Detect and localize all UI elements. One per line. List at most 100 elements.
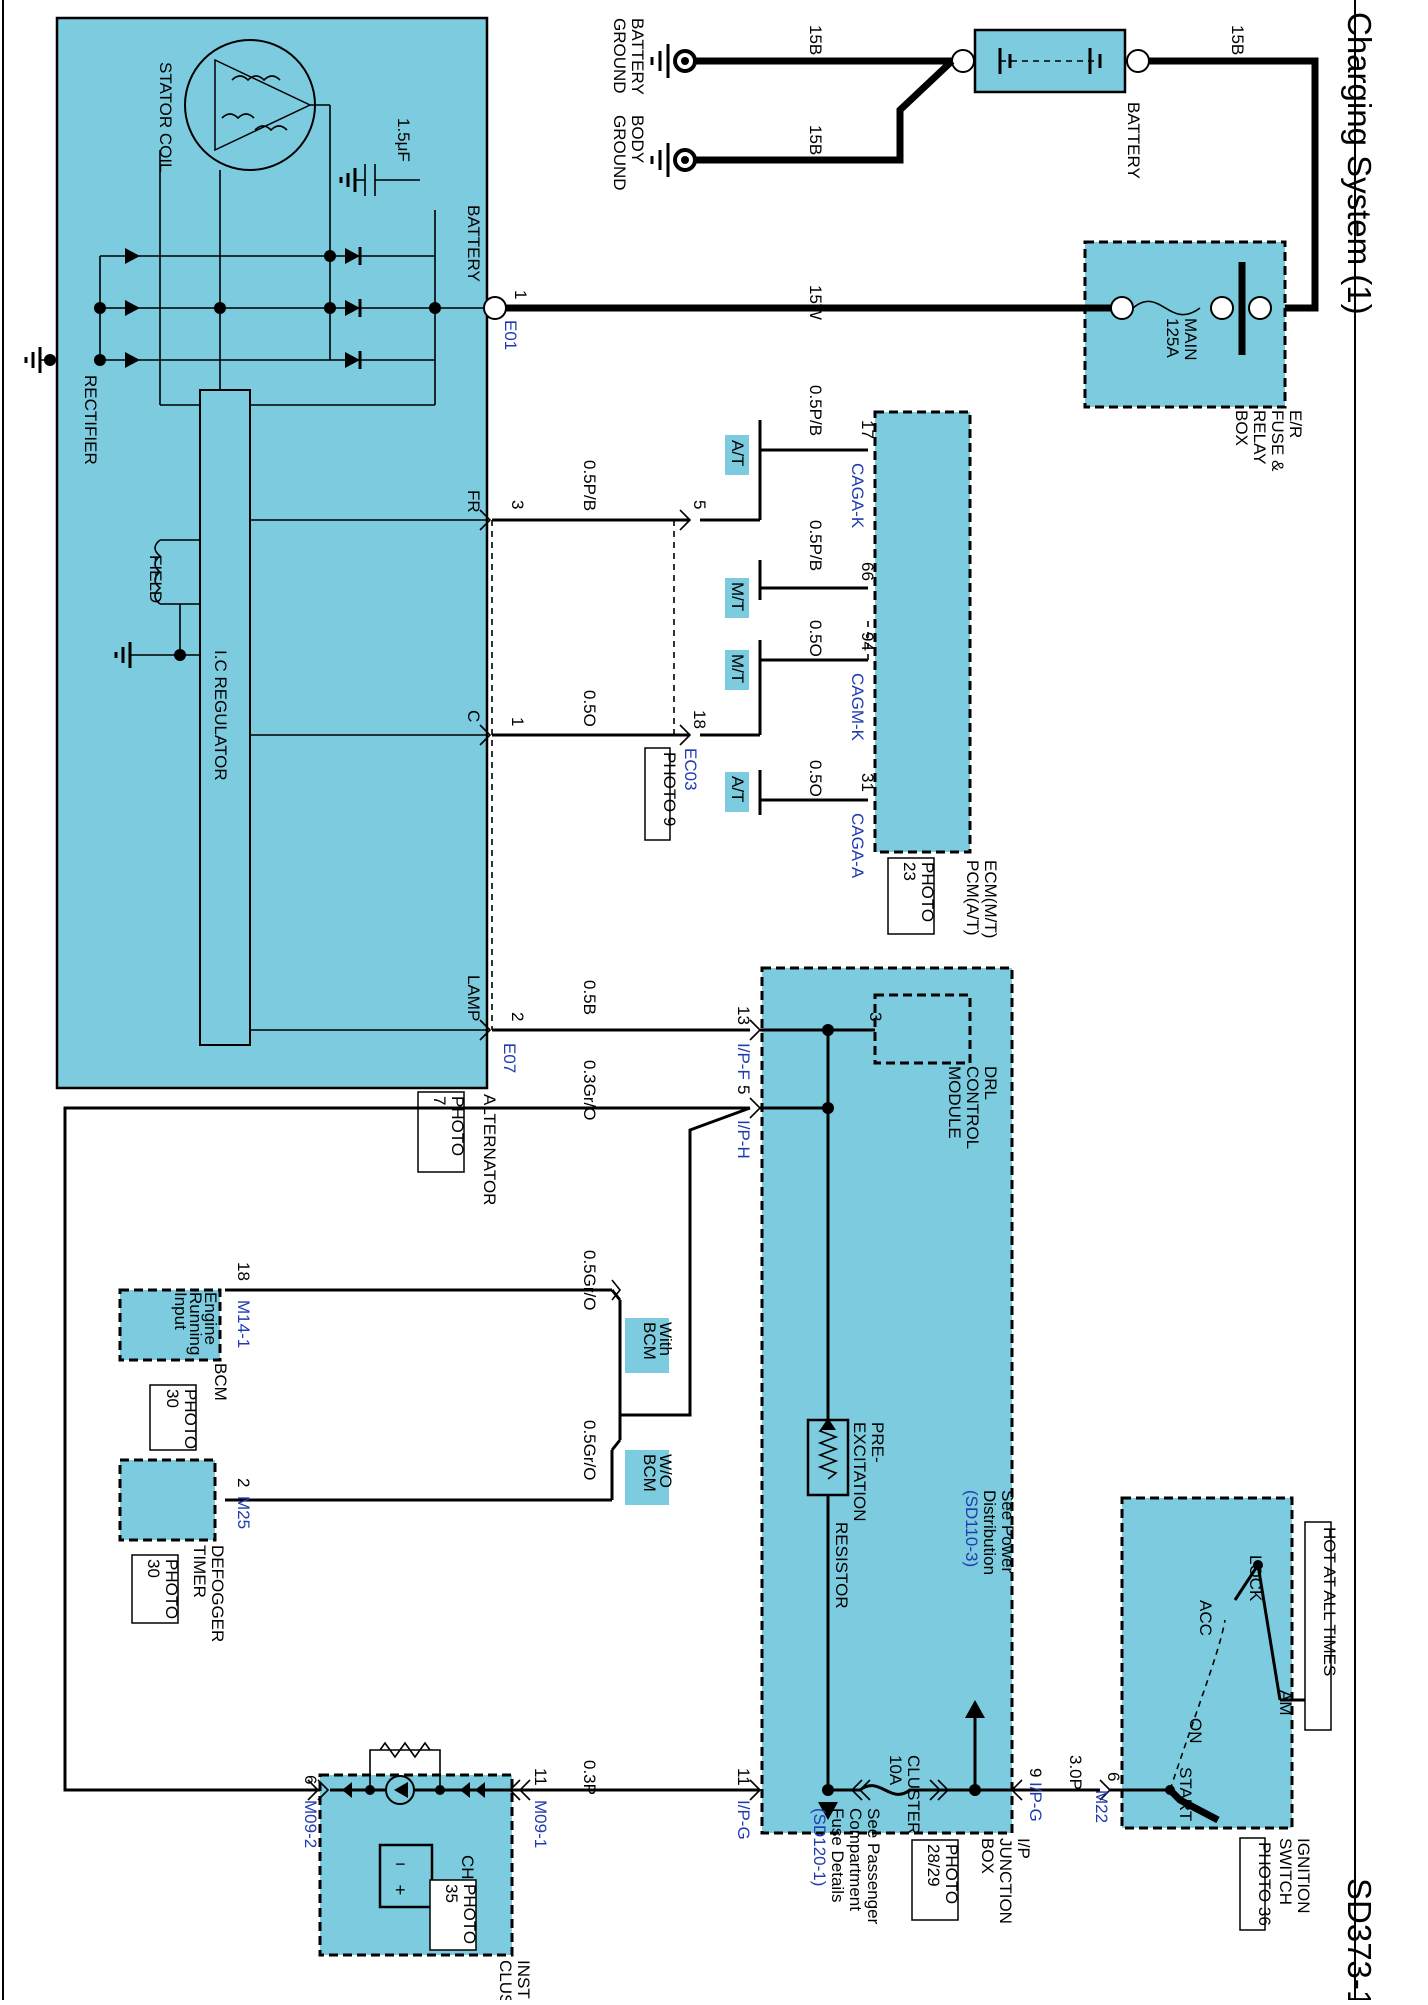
- rectifier-label: RECTIFIER: [81, 375, 100, 465]
- with-bcm-line2: BCM: [640, 1322, 659, 1360]
- engine-running-line1: Engine: [201, 1292, 220, 1345]
- battery-neg-terminal: [951, 49, 975, 73]
- field-label: FIELD: [146, 555, 165, 603]
- pin-17: 17: [858, 420, 877, 439]
- pin-6b: 6: [301, 1775, 320, 1784]
- tag-with-bcm: [625, 1318, 669, 1373]
- wire-05b: 0.5B: [580, 980, 599, 1015]
- wire-05pb-c: 0.5P/B: [580, 460, 599, 511]
- connector-e01: E01: [501, 320, 520, 350]
- ip-box-line3: BOX: [978, 1838, 997, 1874]
- bcm-photo-line1: PHOTO: [181, 1389, 200, 1449]
- stator-coil-label: STATOR COIL: [156, 62, 175, 173]
- battery-terminal-label: BATTERY: [464, 205, 483, 282]
- ignition-photo-label: PHOTO 36: [1255, 1842, 1274, 1926]
- er-fuse-relay-box: [1083, 240, 1287, 409]
- wo-bcm-line1: W/O: [656, 1454, 675, 1488]
- bcm-photo-box: [149, 1384, 197, 1451]
- pin-18b: 18: [234, 1262, 253, 1281]
- ecm-photo-box: [887, 857, 935, 935]
- on-label: ON: [1186, 1718, 1205, 1744]
- tag-mt-1-text: M/T: [728, 582, 747, 611]
- photo9-label: PHOTO 9: [660, 752, 679, 826]
- cluster-fuse-icon: [828, 1784, 975, 1796]
- connector-iph: I/P-H: [734, 1120, 753, 1159]
- charge-battery-icon: [378, 1843, 434, 1909]
- ecm-photo-line2: 23: [900, 862, 919, 881]
- capacitor-label: 1.5μF: [394, 118, 413, 162]
- connector-ec03: EC03: [681, 748, 700, 791]
- pin-6: 6: [1104, 1772, 1123, 1781]
- hot-at-all-times-box: [1304, 1521, 1332, 1731]
- c-label: C: [464, 710, 483, 722]
- defogger-timer-box: [118, 1458, 217, 1542]
- body-ground-line2: GROUND: [610, 115, 629, 191]
- tag-mt-2-text: M/T: [728, 654, 747, 683]
- see-pass-line1: See Passenger: [864, 1808, 883, 1925]
- alternator-photo-box: [417, 1091, 465, 1173]
- photo9-box: [644, 747, 671, 841]
- main-fuse-icon: [1132, 300, 1201, 316]
- connector-caga-a: CAGA-A: [848, 813, 867, 879]
- engine-running-line2: Running: [186, 1292, 205, 1355]
- tag-at-1-text: A/T: [728, 440, 747, 466]
- am-label: AM: [1276, 1690, 1295, 1716]
- wire-15w: 15W: [806, 285, 825, 320]
- ecm-pcm-box: [873, 410, 972, 854]
- pin-c-1: 1: [508, 717, 527, 726]
- stator-delta-icon: [214, 58, 312, 152]
- defogger-line2: TIMER: [190, 1545, 209, 1598]
- ip-junction-box: [760, 966, 1014, 1835]
- see-power-ref: (SD110-3): [962, 1490, 981, 1567]
- wire-05o-c: 0.5O: [580, 690, 599, 727]
- cluster-fuse-line2: 10A: [886, 1755, 905, 1786]
- tag-at-1: [725, 435, 749, 475]
- drl-control-module: [873, 993, 972, 1065]
- lamp-label: LAMP: [464, 975, 483, 1021]
- ignition-line2: SWITCH: [1276, 1838, 1295, 1905]
- pin-94: 94: [858, 632, 877, 651]
- ignition-line1: IGNITION: [1294, 1838, 1313, 1914]
- wire-05gro-a: 0.5Gr/O: [580, 1250, 599, 1310]
- passenger-arrow-icon: [818, 1802, 838, 1820]
- wire-05o-b: 0.5O: [806, 760, 825, 797]
- instrument-photo-box: [429, 1879, 477, 1951]
- er-box-line1: E/R: [1286, 410, 1305, 438]
- ic-regulator-box: [199, 389, 251, 1046]
- pin-e01-1: 1: [511, 290, 530, 299]
- defogger-photo-line2: 30: [144, 1559, 163, 1578]
- alternator-photo-line2: 7: [430, 1096, 449, 1105]
- pin-5: 5: [690, 500, 709, 509]
- wire-15b-c: 15B: [1228, 25, 1247, 55]
- battery-ground-line1: BATTERY: [628, 18, 647, 95]
- pre-exc-line3: RESISTOR: [832, 1522, 851, 1609]
- fr-label: FR: [464, 490, 483, 513]
- ip-box-line2: JUNCTION: [996, 1838, 1015, 1924]
- drl-line1: DRL: [981, 1066, 1000, 1100]
- instrument-photo-line1: PHOTO: [460, 1884, 479, 1944]
- see-power-line2: Distribution: [980, 1490, 999, 1575]
- defogger-photo-box: [131, 1554, 179, 1624]
- ip-photo-line1: PHOTO: [942, 1844, 961, 1904]
- ic-regulator-label: I.C REGULATOR: [211, 650, 230, 781]
- ip-photo-line2: 28/29: [924, 1844, 943, 1887]
- ecm-line1: ECM(M/T): [981, 860, 1000, 938]
- er-box-line3: RELAY: [1250, 410, 1269, 465]
- wire-05gro-b: 0.5Gr/O: [580, 1420, 599, 1480]
- stator-coil-icon: [184, 39, 316, 171]
- cluster-fuse-line1: CLUSTER: [904, 1755, 923, 1834]
- pin-9: 9: [1026, 1768, 1045, 1777]
- connector-ipg1: I/P-G: [734, 1800, 753, 1840]
- charge-resistor-icon: [379, 1741, 431, 1759]
- pin-11: 11: [734, 1768, 753, 1786]
- pin-lamp-2: 2: [508, 1012, 527, 1021]
- tag-mt-2: [725, 650, 749, 690]
- ignition-switch-arm: [1167, 1787, 1220, 1824]
- acc-label: ACC: [1196, 1600, 1215, 1636]
- er-box-line2: FUSE &: [1268, 410, 1287, 472]
- lock-label: LOCK: [1246, 1555, 1265, 1602]
- pin-66: 66: [858, 562, 877, 581]
- wire-15b-b: 15B: [806, 125, 825, 155]
- connector-ipf: I/P-F: [734, 1043, 753, 1080]
- wire-05pb-b: 0.5P/B: [806, 520, 825, 571]
